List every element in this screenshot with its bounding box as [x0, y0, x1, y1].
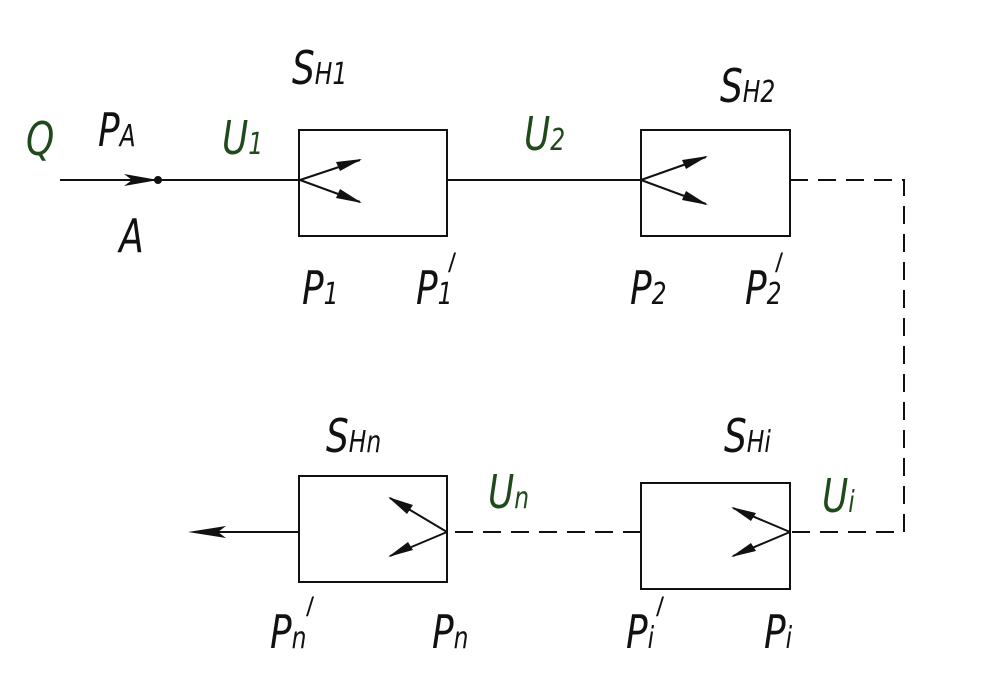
chevron-left-icon	[640, 156, 708, 205]
input-arrow-icon	[124, 174, 158, 186]
label-pn-prime: Pn	[270, 606, 306, 660]
label-ui: Ui	[822, 470, 855, 524]
label-q: Q	[26, 113, 54, 167]
label-shn: SHn	[326, 410, 381, 464]
label-u2: U2	[524, 108, 565, 162]
label-a: A	[117, 210, 144, 264]
label-pa: PA	[98, 104, 136, 158]
block-sh2	[640, 129, 791, 237]
block-shi	[640, 482, 791, 590]
label-p1: P1	[302, 262, 339, 316]
label-pi-prime: Pi	[626, 606, 655, 660]
block-sh1	[298, 129, 448, 237]
label-un: Un	[488, 466, 529, 520]
label-pi: Pi	[764, 606, 793, 660]
label-pn-prime-mark: /	[306, 592, 315, 620]
chevron-right-icon	[388, 497, 448, 557]
label-p2-prime: P2	[745, 262, 782, 316]
label-sh1: SH1	[292, 42, 347, 96]
label-p1-prime: P1	[416, 262, 453, 316]
label-pn: Pn	[432, 606, 468, 660]
label-shi: SHi	[724, 410, 771, 464]
label-u1: U1	[222, 112, 263, 166]
node-a-dot	[154, 176, 162, 184]
label-pi-prime-mark: /	[656, 592, 665, 620]
label-p2: P2	[630, 262, 667, 316]
block-shn	[298, 475, 448, 583]
chevron-left-icon	[299, 159, 362, 203]
chevron-right-icon	[731, 507, 791, 557]
label-p1-prime-mark: /	[448, 248, 457, 276]
dashed-link-right	[790, 179, 905, 533]
output-arrow-icon	[188, 526, 226, 538]
label-p2-prime-mark: /	[775, 248, 784, 276]
label-sh2: SH2	[720, 60, 775, 114]
